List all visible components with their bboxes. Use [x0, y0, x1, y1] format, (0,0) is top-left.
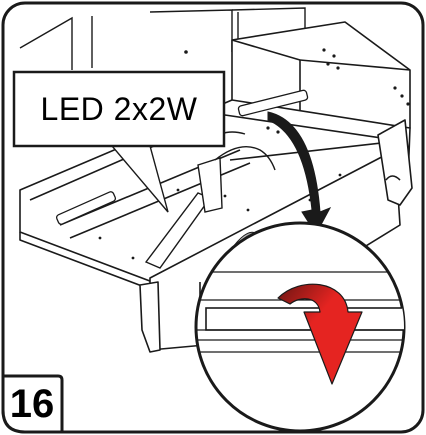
step-number: 16 — [9, 381, 55, 426]
rotate-arrow-icon — [277, 283, 363, 385]
callout-box — [12, 70, 226, 148]
screw-dots — [98, 48, 410, 260]
led-strip-icon — [55, 89, 309, 225]
zoom-detail — [194, 221, 406, 433]
led-callout-label: LED 2x2W — [40, 90, 198, 127]
step-badge-frame — [1, 374, 64, 434]
hinge-arm — [144, 131, 276, 269]
